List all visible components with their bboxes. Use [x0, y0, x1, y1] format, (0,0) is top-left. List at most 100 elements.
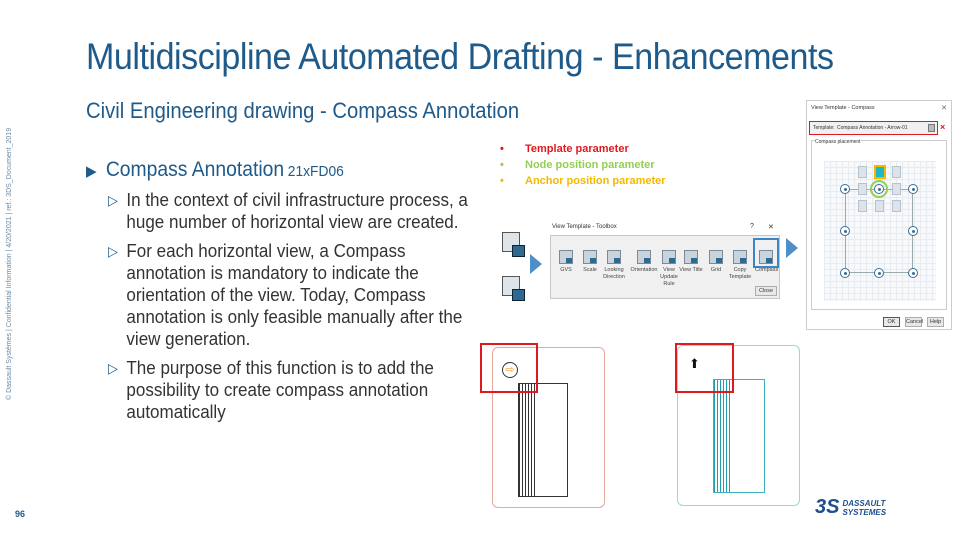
outline-triangle-icon: ▷ — [108, 192, 118, 208]
anchor-cell[interactable] — [858, 166, 867, 178]
tool-grid[interactable]: Grid — [704, 250, 728, 274]
outline-triangle-icon: ▷ — [108, 243, 118, 259]
tool-label: Grid — [710, 267, 722, 273]
anchor-cell[interactable] — [892, 166, 901, 178]
template-highlight-box — [480, 343, 538, 393]
drawing-after: ⬆ — [677, 345, 800, 506]
legend-item: •Template parameter — [500, 143, 629, 155]
legend-label: Template parameter — [525, 143, 629, 155]
tool-compass[interactable]: Compass — [753, 238, 779, 273]
tool-scale[interactable]: Scale — [578, 250, 602, 274]
content-bullets: ▶ Compass Annotation 21xFD06 ▷ In the con… — [86, 158, 468, 423]
node-position[interactable] — [874, 268, 884, 278]
dialog-title: View Template - Compass — [811, 105, 875, 111]
legend-label: Anchor position parameter — [525, 175, 666, 187]
placement-grid — [824, 161, 936, 301]
tool-orientation[interactable]: Orientation — [629, 250, 659, 274]
triangle-bullet-icon: ▶ — [86, 163, 97, 180]
node-position[interactable] — [840, 268, 850, 278]
orientation-icon — [637, 250, 651, 264]
parameter-legend: •Template parameter •Node position param… — [500, 141, 666, 189]
node-position[interactable] — [840, 226, 850, 236]
node-position[interactable] — [908, 184, 918, 194]
cancel-button[interactable]: Cancel — [905, 317, 924, 327]
node-position[interactable] — [908, 268, 918, 278]
sub-bullet: ▷The purpose of this function is to add … — [108, 357, 485, 423]
compass-placement-group: Compass placement — [811, 139, 947, 310]
plan-view — [518, 383, 568, 497]
tool-label: View Update Rule — [660, 267, 678, 287]
looking-direction-icon — [607, 250, 621, 264]
tool-label: Looking Direction — [603, 267, 625, 280]
plan-view — [713, 379, 765, 493]
template-field[interactable]: Compass Annotation - Arrow-01 — [837, 125, 908, 131]
tool-label: Orientation — [630, 267, 658, 273]
node-position[interactable] — [840, 184, 850, 194]
tool-label: Compass — [755, 267, 779, 273]
heading-text: Compass Annotation — [105, 158, 285, 181]
sub-bullet-text: In the context of civil infrastructure p… — [126, 189, 468, 232]
legend-item: •Node position parameter — [500, 159, 655, 171]
compass-arrow-right-icon: ⇨ — [502, 362, 518, 378]
group-label: Compass placement — [815, 139, 861, 145]
tool-label: Scale — [583, 267, 597, 273]
template-label: Template: — [813, 125, 835, 131]
logo-line2: SYSTEMES — [842, 507, 887, 517]
toolbox-dialog: GVS Scale Looking Direction Orientation … — [550, 235, 780, 299]
sub-bullet-text: For each horizontal view, a Compass anno… — [126, 240, 463, 349]
confidentiality-note: © Dassault Systèmes | Confidential Infor… — [6, 127, 13, 400]
arrow-right-icon — [530, 254, 542, 274]
tool-view-title[interactable]: View Title — [679, 250, 703, 274]
view-update-rule-icon — [662, 250, 676, 264]
browse-icon[interactable] — [928, 124, 935, 132]
tool-looking-direction[interactable]: Looking Direction — [602, 250, 626, 281]
help-icon[interactable]: ? — [750, 223, 754, 230]
anchor-cell[interactable] — [858, 183, 867, 195]
tool-copy-template[interactable]: Copy Template — [728, 250, 752, 281]
help-button[interactable]: Help — [927, 317, 944, 327]
close-icon[interactable]: ✕ — [941, 105, 947, 112]
page-title: Multidiscipline Automated Drafting - Enh… — [86, 36, 834, 77]
gvs-icon — [559, 250, 573, 264]
toolbox-title: View Template - Toolbox — [552, 224, 617, 230]
page-subtitle: Civil Engineering drawing - Compass Anno… — [86, 98, 520, 123]
anchor-cell[interactable] — [875, 200, 884, 212]
tool-view-update-rule[interactable]: View Update Rule — [657, 250, 681, 288]
copy-template-icon — [733, 250, 747, 264]
node-position[interactable] — [908, 226, 918, 236]
tool-gvs[interactable]: GVS — [554, 250, 578, 274]
view-template-icon[interactable] — [502, 232, 525, 257]
drawing-before: ⇨ — [492, 347, 605, 508]
anchor-cell[interactable] — [892, 183, 901, 195]
heading-code: 21xFD06 — [287, 163, 344, 180]
anchor-cell[interactable] — [892, 200, 901, 212]
view-title-icon — [684, 250, 698, 264]
grid-icon — [709, 250, 723, 264]
legend-label: Node position parameter — [525, 159, 655, 171]
ok-button[interactable]: OK — [883, 317, 900, 327]
template-row: Template: Compass Annotation - Arrow-01 — [809, 121, 938, 135]
page-number: 96 — [15, 509, 26, 519]
compass-arrow-up-icon: ⬆ — [689, 356, 700, 371]
clear-icon[interactable]: × — [940, 122, 946, 132]
3ds-logo-icon: 3S — [815, 496, 840, 518]
node-position-selected[interactable] — [870, 180, 888, 198]
sub-bullet: ▷ For each horizontal view, a Compass ann… — [108, 240, 485, 350]
tool-label: GVS — [560, 267, 572, 273]
tool-label: View Title — [679, 267, 703, 273]
scale-icon — [583, 250, 597, 264]
view-layout-icon[interactable] — [502, 276, 525, 301]
anchor-cell[interactable] — [858, 200, 867, 212]
legend-item: •Anchor position parameter — [500, 175, 666, 187]
template-highlight-box — [675, 343, 734, 393]
close-icon[interactable]: ✕ — [768, 224, 774, 231]
compass-dialog: View Template - Compass ✕ Template: Comp… — [806, 100, 952, 330]
outline-triangle-icon: ▷ — [108, 360, 118, 376]
sub-bullet: ▷ In the context of civil infrastructure … — [108, 189, 485, 233]
anchor-cell-selected[interactable] — [874, 165, 886, 179]
tool-label: Copy Template — [728, 267, 752, 280]
compass-icon — [759, 250, 773, 264]
bullet-heading: ▶ Compass Annotation 21xFD06 — [86, 158, 436, 182]
close-button[interactable]: Close — [755, 286, 777, 296]
